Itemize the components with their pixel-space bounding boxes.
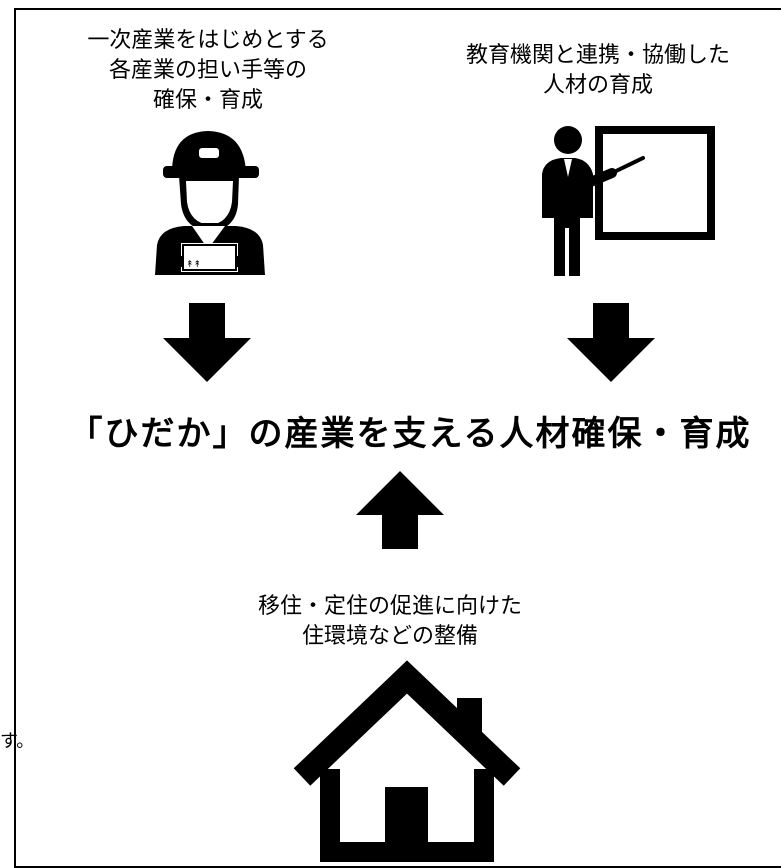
- right-goal-line-1: 教育機関と連携・協働した: [465, 43, 730, 68]
- bottom-goal-line-1: 移住・定住の促進に向けた: [257, 594, 522, 619]
- right-goal-label: 教育機関と連携・協働した 人材の育成: [418, 41, 778, 101]
- bottom-goal-line-2: 住環境などの整備: [301, 624, 478, 649]
- svg-text:↟↟: ↟↟: [186, 260, 201, 270]
- edge-text-fragment: す。: [0, 731, 35, 752]
- arrow-up-icon: [356, 471, 444, 549]
- teacher-board-icon: [542, 126, 715, 276]
- bottom-goal-label: 移住・定住の促進に向けた 住環境などの整備: [210, 592, 570, 652]
- left-goal-line-3: 確保・育成: [152, 88, 263, 113]
- house-icon: [293, 660, 521, 862]
- left-goal-label: 一次産業をはじめとする 各産業の担い手等の 確保・育成: [48, 26, 368, 116]
- arrow-down-icon: [163, 303, 251, 382]
- arrow-down-icon: [567, 303, 655, 382]
- right-goal-line-2: 人材の育成: [542, 73, 653, 98]
- worker-person-icon: ↟↟: [155, 131, 265, 275]
- left-goal-line-2: 各産業の担い手等の: [108, 58, 307, 83]
- central-goal-headline: 「ひだか」の産業を支える人材確保・育成: [68, 414, 752, 454]
- left-goal-line-1: 一次産業をはじめとする: [87, 28, 329, 53]
